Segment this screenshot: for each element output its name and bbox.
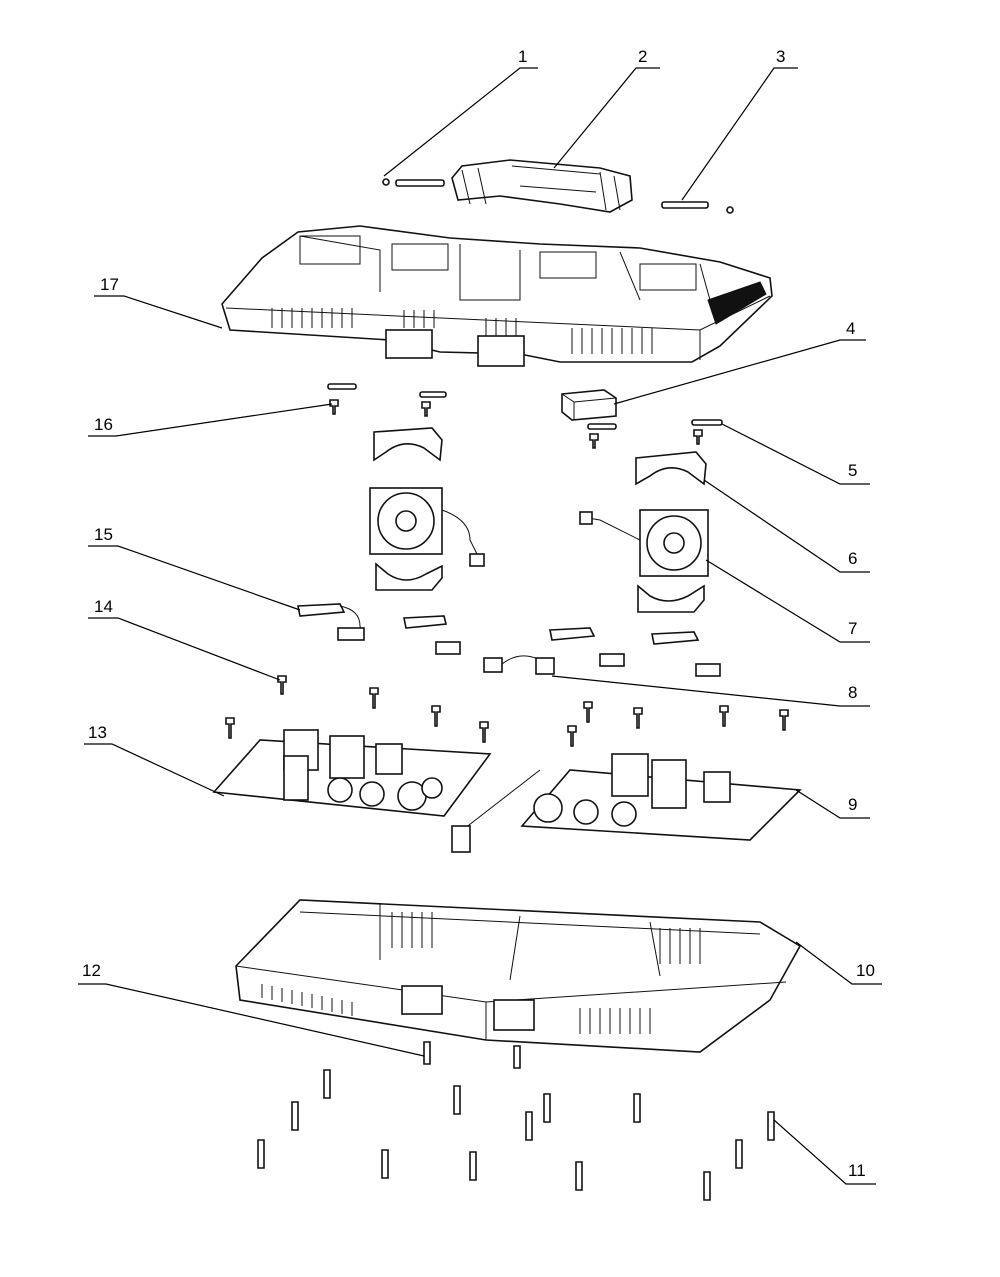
cable-8-part <box>483 655 555 675</box>
callout-14: 14 <box>88 597 281 681</box>
block-part-4 <box>561 389 617 421</box>
screw-5-part <box>691 419 723 445</box>
left-pin-part <box>382 178 445 187</box>
callout-9-label: 9 <box>848 795 857 814</box>
callout-2-label: 2 <box>638 47 647 66</box>
callout-10: 10 <box>795 941 882 985</box>
callout-13-label: 13 <box>88 723 107 742</box>
screws-16-part <box>327 383 617 449</box>
callout-8: 8 <box>551 675 870 707</box>
callout-14-label: 14 <box>94 597 113 616</box>
callout-3-label: 3 <box>776 47 785 66</box>
callout-8-label: 8 <box>848 683 857 702</box>
callout-5: 5 <box>721 423 870 485</box>
callout-17-label: 17 <box>100 275 119 294</box>
screws-14-part <box>225 675 789 747</box>
callout-15-label: 15 <box>94 525 113 544</box>
callout-11: 11 <box>773 1119 876 1185</box>
callout-15: 15 <box>88 525 301 611</box>
base-part <box>235 899 802 1053</box>
callout-16-label: 16 <box>94 415 113 434</box>
connectors-15-part <box>297 603 721 677</box>
callout-6: 6 <box>703 479 870 573</box>
fan-assembly-right <box>579 451 709 613</box>
callout-4-label: 4 <box>846 319 855 338</box>
callout-9: 9 <box>795 789 870 819</box>
callout-7: 7 <box>705 559 870 643</box>
right-pcb-part <box>451 753 802 853</box>
callout-6-label: 6 <box>848 549 857 568</box>
right-pin-part <box>661 201 734 214</box>
callout-13: 13 <box>84 723 225 797</box>
handle-part <box>451 159 633 213</box>
top-cover-part <box>221 225 773 367</box>
left-pcb-part <box>212 729 492 817</box>
callout-4: 4 <box>613 319 866 405</box>
bottom-screws-part <box>257 1041 775 1201</box>
callout-1-label: 1 <box>518 47 527 66</box>
callout-1: 1 <box>383 47 538 177</box>
callout-12: 12 <box>78 961 425 1057</box>
callout-7-label: 7 <box>848 619 857 638</box>
callout-12-label: 12 <box>82 961 101 980</box>
callout-5-label: 5 <box>848 461 857 480</box>
callout-3: 3 <box>681 47 798 201</box>
callout-2: 2 <box>553 47 660 169</box>
callout-17: 17 <box>94 275 223 329</box>
callout-11-label: 11 <box>848 1161 866 1180</box>
callout-16: 16 <box>88 403 333 437</box>
callout-10-label: 10 <box>856 961 875 980</box>
fan-assembly-left <box>369 427 485 591</box>
